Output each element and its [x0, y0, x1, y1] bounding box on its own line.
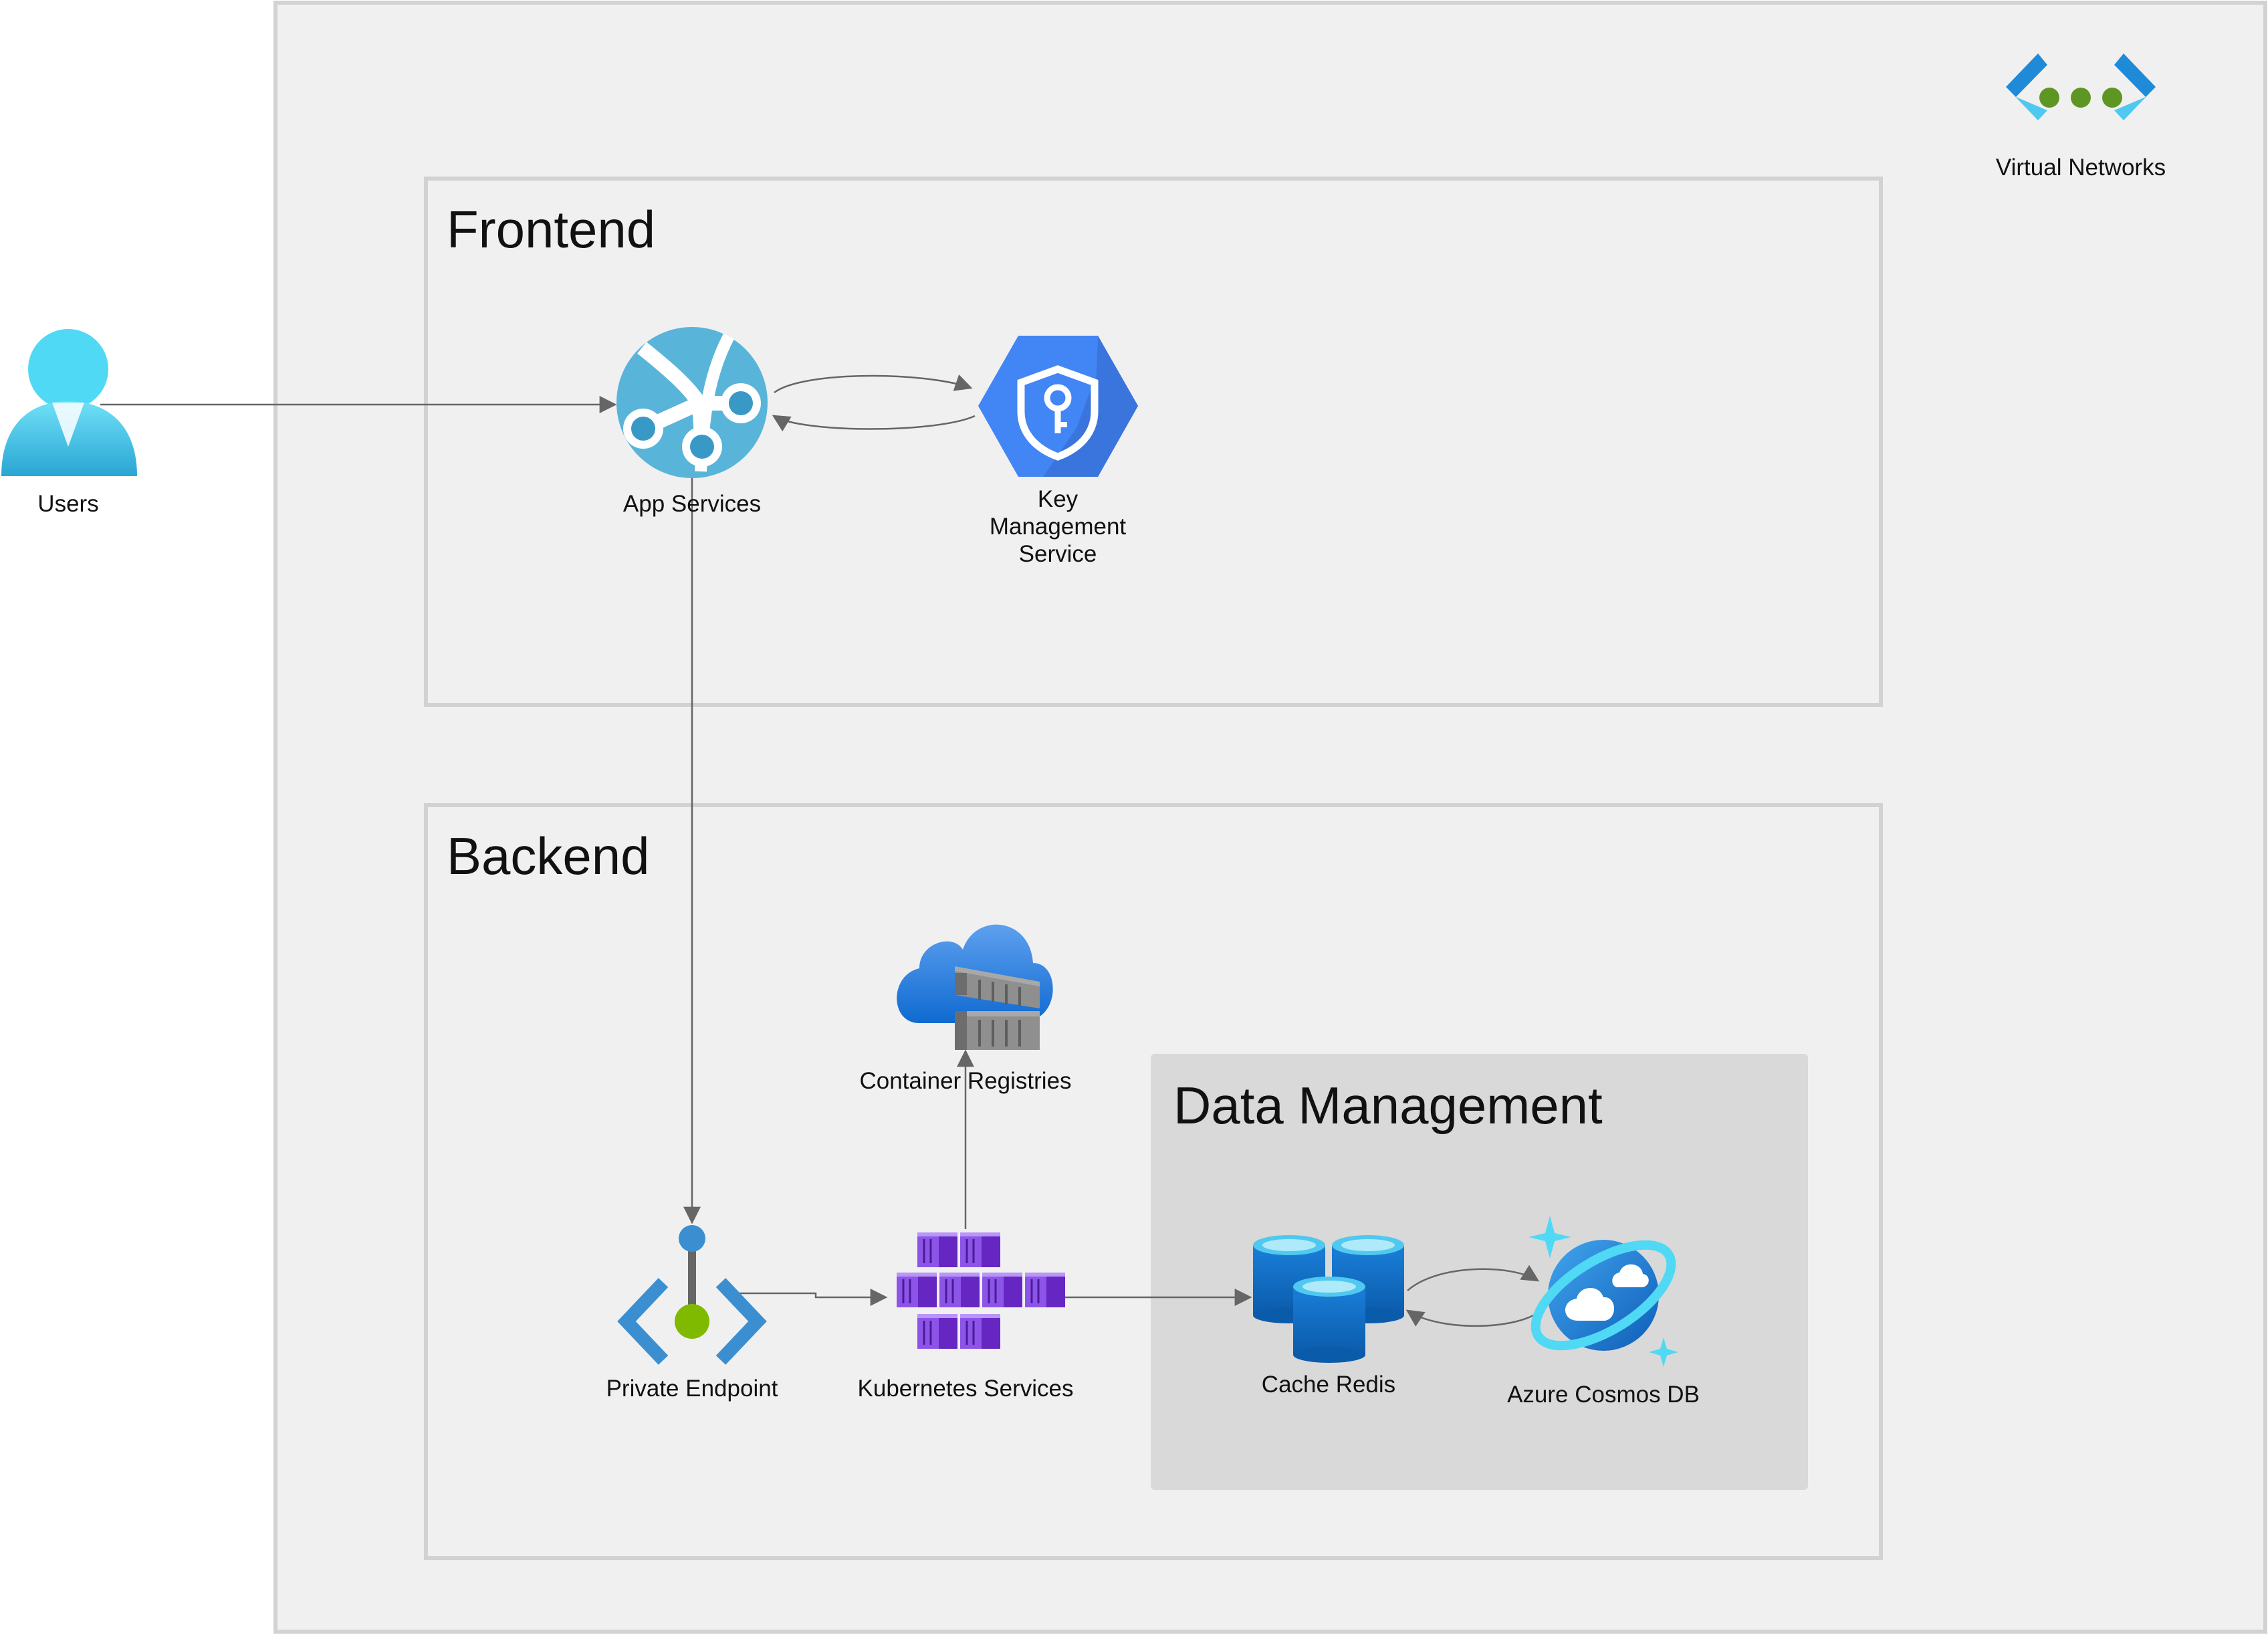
- cosmos-db-label: Azure Cosmos DB: [1507, 1382, 1700, 1408]
- kubernetes-icon: [897, 1232, 1065, 1349]
- private-endpoint-label: Private Endpoint: [606, 1376, 778, 1402]
- kubernetes-label: Kubernetes Services: [858, 1376, 1074, 1402]
- backend-title: Backend: [447, 827, 650, 885]
- redis-cache-icon: [1253, 1235, 1404, 1363]
- kms-label-line2: Management: [990, 514, 1127, 540]
- data-management-title: Data Management: [1173, 1076, 1603, 1135]
- container-registry-icon: [897, 924, 1053, 1050]
- edges: [100, 374, 1540, 1327]
- app-services-label: App Services: [623, 491, 761, 517]
- private-endpoint-icon: [617, 1225, 767, 1365]
- edge-cache-redis-cosmos: [1407, 1265, 1540, 1291]
- edge-cosmos-cache-redis: [1405, 1309, 1539, 1327]
- key-management-shield-icon: [978, 336, 1138, 477]
- cosmos-db-icon: [1528, 1216, 1678, 1367]
- virtual-network-icon: [2006, 53, 2156, 120]
- container-registries-label: Container Registries: [859, 1068, 1071, 1094]
- users-label: Users: [37, 491, 98, 517]
- data-management-group: [1151, 1054, 1808, 1490]
- kms-label-line1: Key: [1038, 486, 1079, 512]
- app-service-icon: [616, 327, 768, 478]
- edge-private-endpoint-kubernetes: [739, 1289, 888, 1306]
- kms-label-line3: Service: [1019, 541, 1097, 567]
- edge-kms-app-services: [772, 415, 976, 432]
- user-icon: [1, 329, 137, 476]
- edge-app-services-kms: [774, 374, 973, 393]
- cache-redis-label: Cache Redis: [1262, 1372, 1395, 1398]
- frontend-title: Frontend: [447, 200, 655, 259]
- virtual-networks-label: Virtual Networks: [1996, 154, 2166, 181]
